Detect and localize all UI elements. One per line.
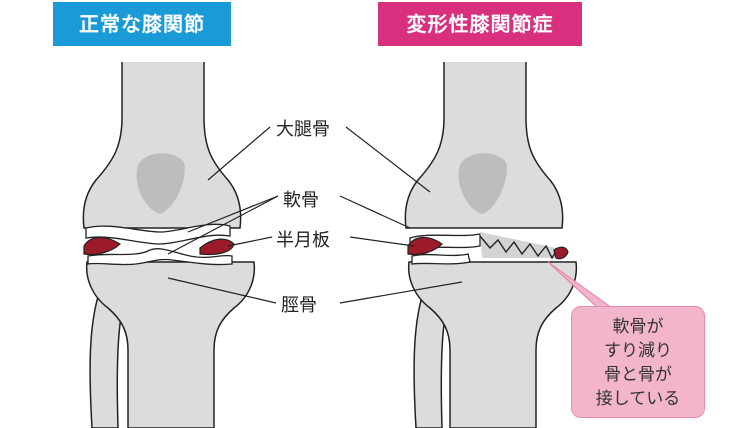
- oa-meniscus-right: [553, 246, 569, 260]
- oa-lower-cartilage: [411, 253, 471, 265]
- callout-line: 軟骨が: [612, 317, 664, 337]
- tibia-label: 脛骨: [281, 295, 317, 316]
- lower-cartilage: [87, 248, 233, 266]
- callout-line: 骨と骨が: [604, 365, 672, 385]
- meniscus-label: 半月板: [276, 230, 330, 251]
- callout-line: 接している: [595, 389, 681, 409]
- callout-line: すり減り: [604, 341, 672, 361]
- worn-cartilage-callout: 軟骨が すり減り 骨と骨が 接している: [571, 306, 705, 418]
- oa-knee: [404, 61, 578, 428]
- worn-area: [480, 232, 560, 258]
- meniscus-left: [83, 236, 121, 256]
- osteoarthritis-title: 変形性膝関節症: [378, 2, 582, 46]
- femur: [82, 61, 242, 229]
- normal-knee: [82, 61, 256, 428]
- femur-label: 大腿骨: [276, 119, 330, 140]
- leader-lines: [167, 126, 463, 304]
- oa-meniscus-left: [407, 236, 443, 256]
- oa-femur: [404, 61, 564, 229]
- cartilage-label: 軟骨: [283, 190, 319, 211]
- normal-knee-title: 正常な膝関節: [53, 2, 231, 46]
- meniscus-right: [199, 238, 235, 256]
- bone-contact-zigzag: [479, 235, 559, 260]
